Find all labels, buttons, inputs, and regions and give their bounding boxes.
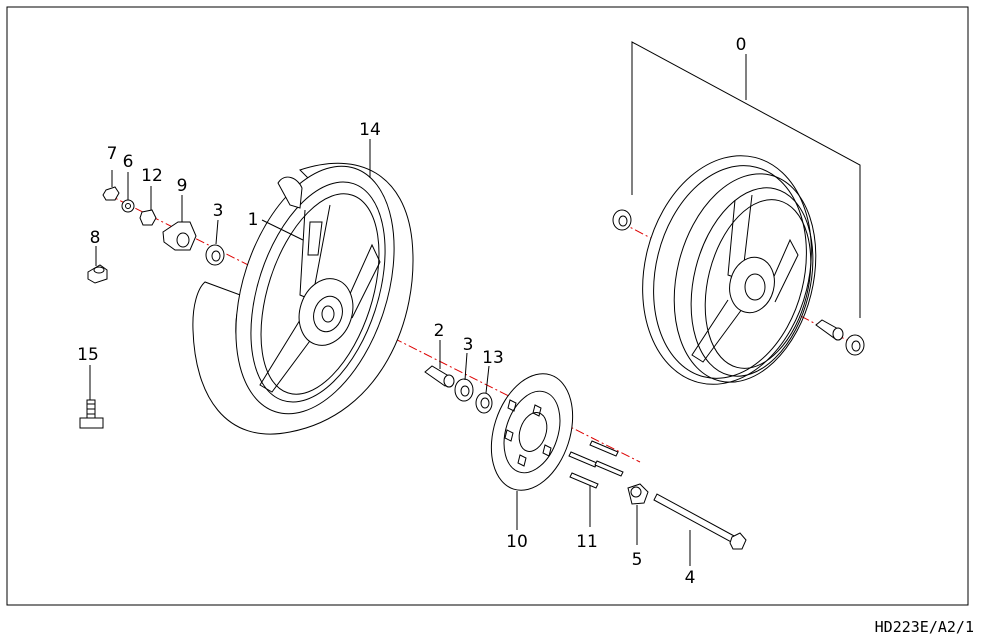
label-part-9: 9 [177, 176, 188, 196]
assembled-spacer [815, 319, 844, 341]
label-part-7: 7 [107, 144, 118, 164]
wheel-rim [235, 165, 395, 415]
brake-disc-10 [490, 373, 574, 491]
label-part-0: 0 [736, 35, 747, 55]
label-part-10: 10 [506, 532, 528, 552]
label-part-15: 15 [77, 345, 99, 365]
axle-small-parts [102, 186, 225, 266]
label-part-12: 12 [141, 166, 163, 186]
washer-6 [121, 199, 135, 213]
assembled-bearing-left [612, 209, 632, 231]
bearing-3-right [454, 378, 474, 402]
nut-7 [102, 186, 120, 201]
axle-4 [653, 493, 747, 550]
label-part-2: 2 [434, 321, 445, 341]
label-part-13: 13 [482, 348, 504, 368]
cap-8 [87, 264, 108, 284]
label-part-6: 6 [123, 152, 134, 172]
label-part-8: 8 [90, 228, 101, 248]
label-part-11: 11 [576, 532, 598, 552]
label-part-1: 1 [248, 210, 259, 230]
label-part-3-right: 3 [463, 335, 474, 355]
collar-12 [139, 209, 157, 226]
spacer-2 [424, 365, 455, 388]
bolts-11 [568, 440, 624, 489]
diagram-frame [6, 6, 969, 606]
seal-13 [475, 392, 493, 414]
speedo-gear-9 [162, 221, 197, 251]
bearing-3-left [205, 244, 225, 266]
valve-15 [79, 399, 104, 429]
exploded-assembly [79, 139, 747, 566]
label-part-5: 5 [632, 550, 643, 570]
label-part-14: 14 [359, 120, 381, 140]
drawing-code: HD223E/A2/1 [875, 618, 974, 636]
label-part-4: 4 [685, 568, 696, 588]
collar-5 [627, 483, 649, 505]
label-part-3-left: 3 [213, 201, 224, 221]
assembled-wheel [612, 41, 865, 385]
bracket-0 [631, 41, 861, 318]
assembled-bearing-right [845, 334, 865, 356]
leader-lines [89, 139, 691, 566]
part-number-labels: 0 1 2 3 3 4 5 6 7 8 9 10 11 12 13 14 15 [77, 35, 746, 588]
